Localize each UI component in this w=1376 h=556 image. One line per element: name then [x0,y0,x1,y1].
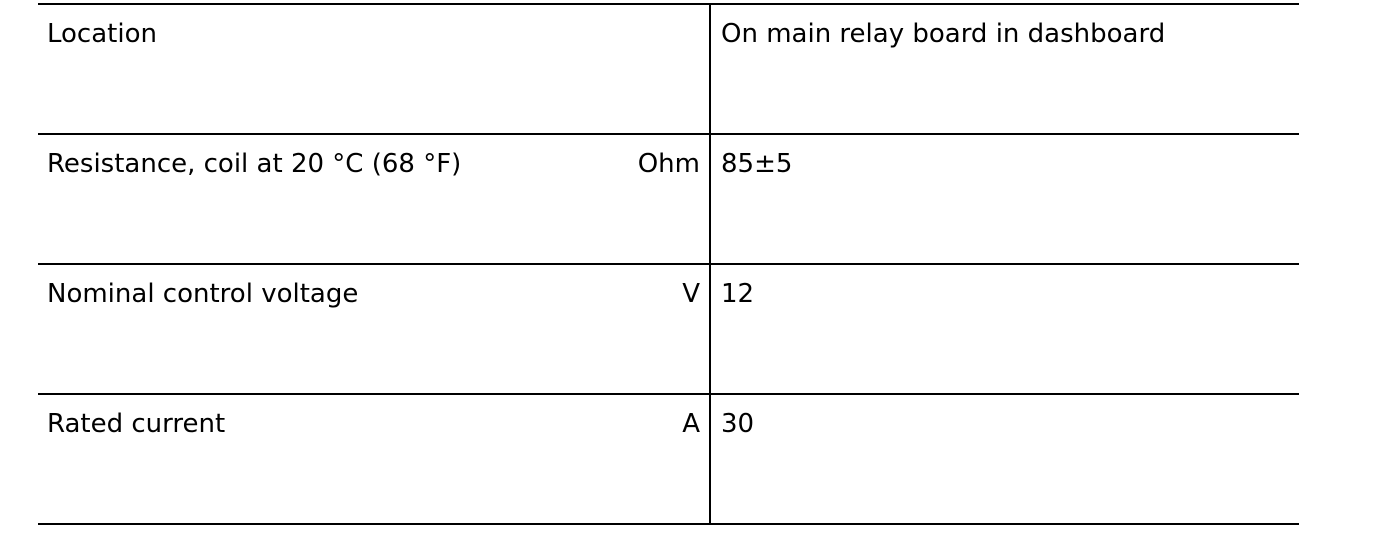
parameter-cell: Location [38,3,711,135]
value-text: 85±5 [721,149,793,179]
value-text: 12 [721,279,755,309]
table-row: Rated current A 30 [38,393,1299,525]
parameter-label: Nominal control voltage [47,279,359,309]
parameter-label: Rated current [47,409,226,439]
value-text: On main relay board in dashboard [721,19,1166,49]
parameter-cell: Nominal control voltage V [38,263,711,395]
value-cell: 12 [710,263,1299,395]
table-row: Resistance, coil at 20 °C (68 °F) Ohm 85… [38,133,1299,265]
unit-label: A [682,409,700,439]
value-cell: On main relay board in dashboard [710,3,1299,135]
relay-spec-table: Location On main relay board in dashboar… [38,3,1299,525]
parameter-label: Location [47,19,157,49]
table-row: Location On main relay board in dashboar… [38,3,1299,135]
parameter-cell: Resistance, coil at 20 °C (68 °F) Ohm [38,133,711,265]
parameter-label: Resistance, coil at 20 °C (68 °F) [47,149,462,179]
table-row: Nominal control voltage V 12 [38,263,1299,395]
value-cell: 30 [710,393,1299,525]
value-text: 30 [721,409,755,439]
unit-label: Ohm [637,149,700,179]
parameter-cell: Rated current A [38,393,711,525]
value-cell: 85±5 [710,133,1299,265]
unit-label: V [682,279,700,309]
